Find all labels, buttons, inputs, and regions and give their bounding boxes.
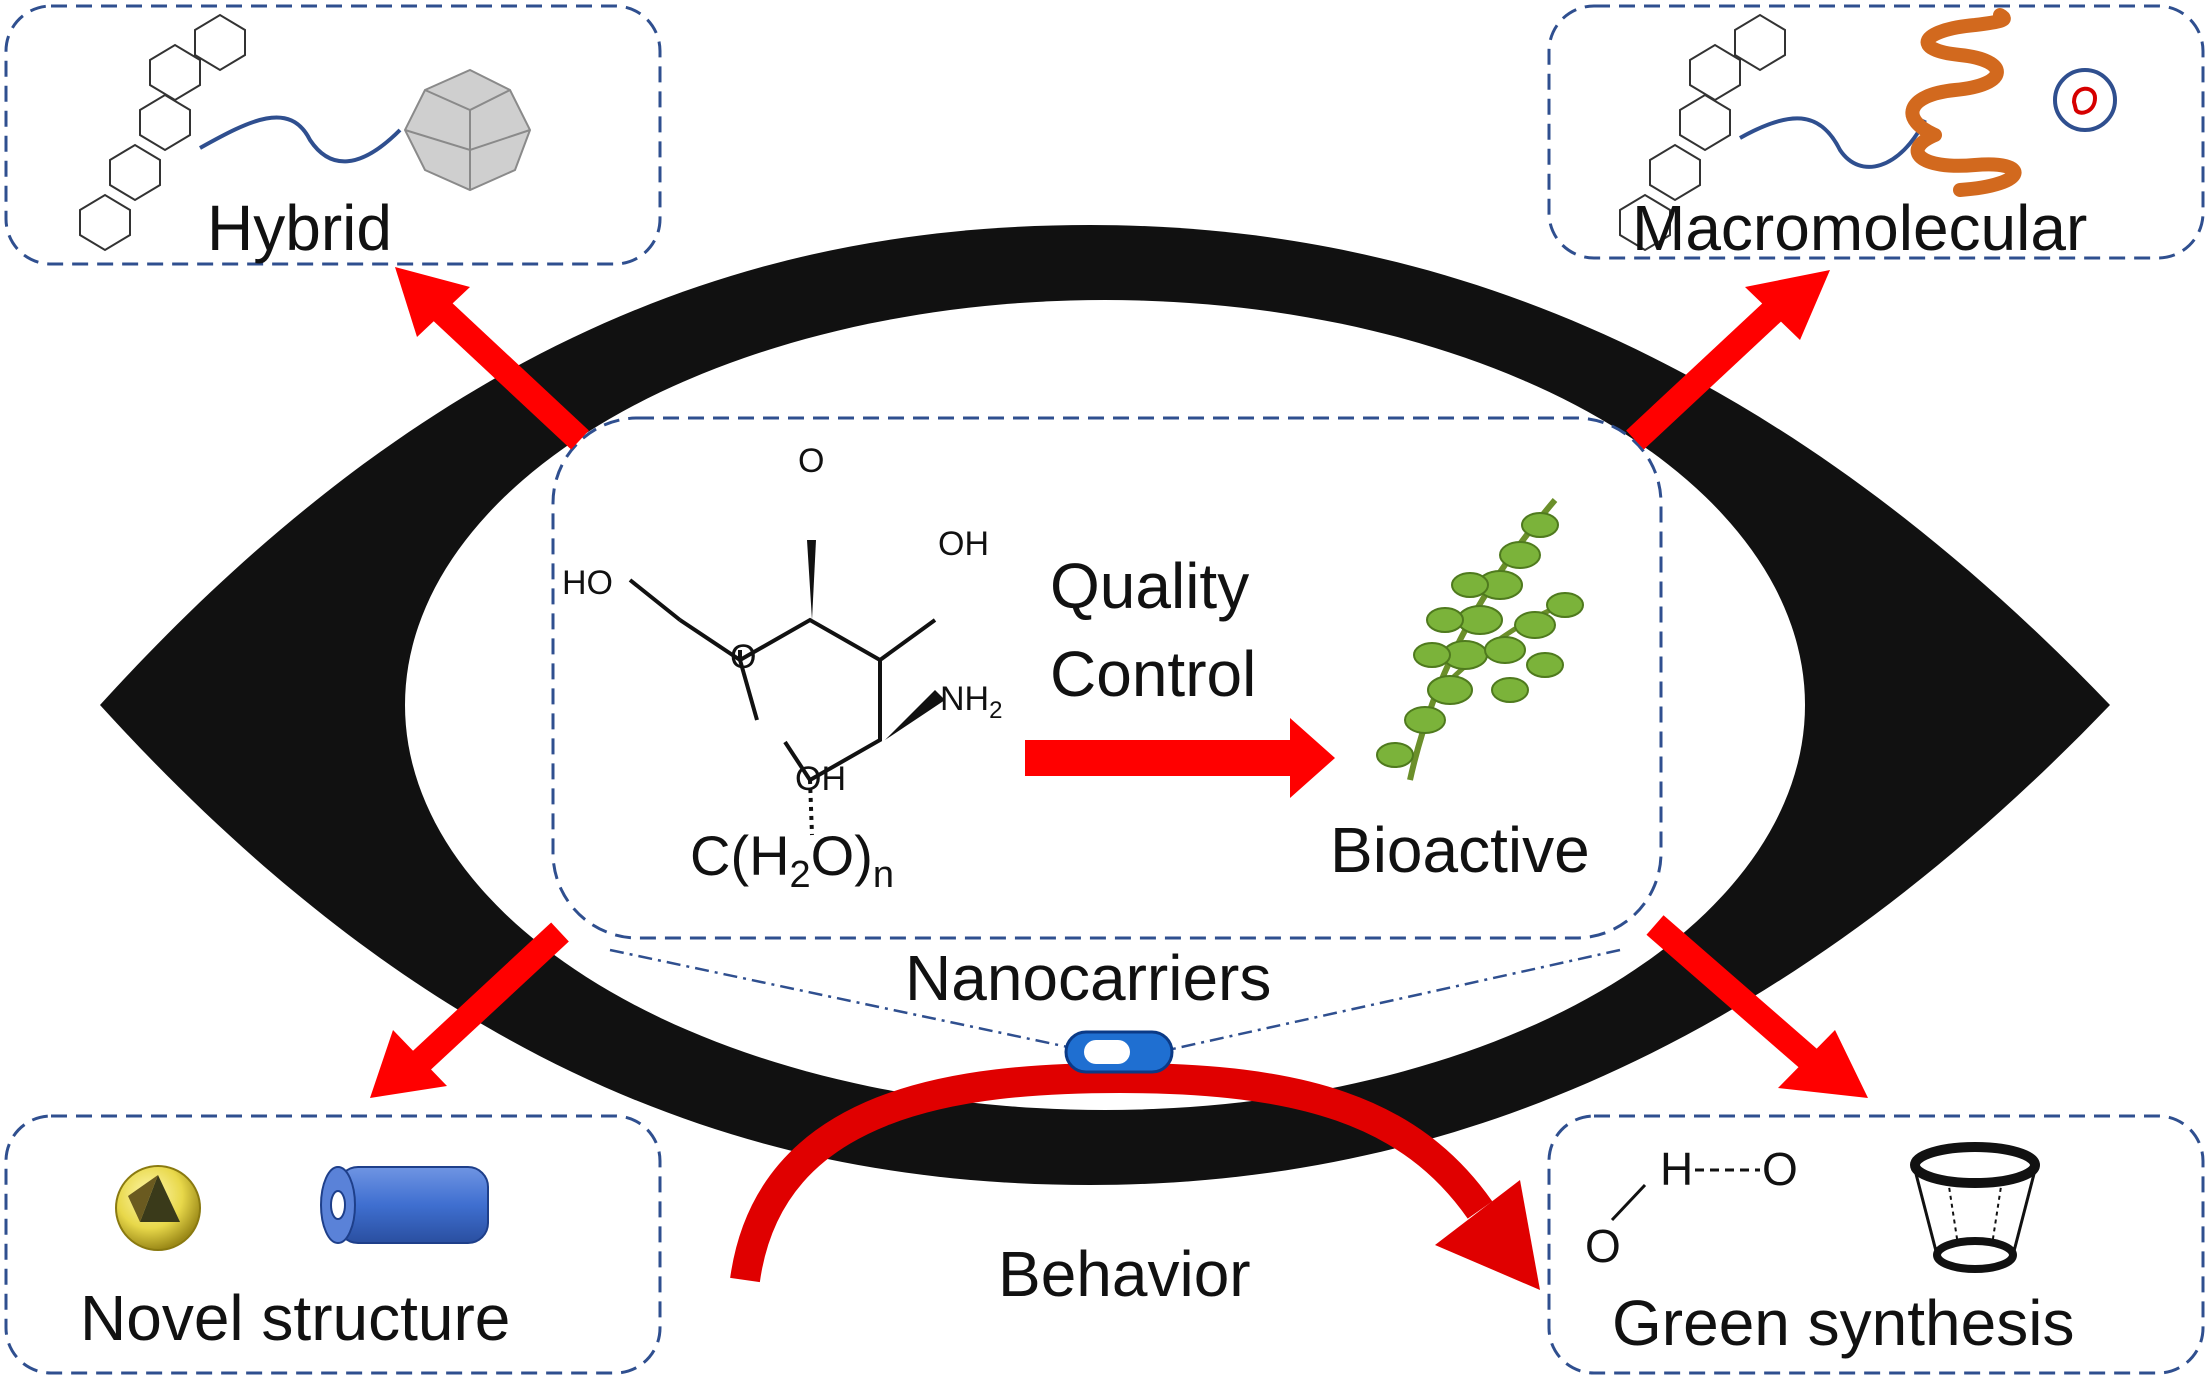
arrow-to-hybrid xyxy=(395,267,589,450)
plant-icon xyxy=(1376,498,1584,781)
hybrid-label: Hybrid xyxy=(207,192,392,264)
spring-polymer-icon xyxy=(1905,8,2022,197)
arrow-to-macromolecular xyxy=(1626,270,1830,450)
dashdot-line-left xyxy=(609,948,1083,1052)
atom-oh-bottom: OH xyxy=(795,760,846,798)
glucosamine-molecule xyxy=(628,540,945,836)
green-synthesis-box xyxy=(1547,1114,2205,1375)
cyclodextrin-cone-icon xyxy=(1910,1142,2040,1273)
eye-inner-white xyxy=(405,300,1805,1110)
formula-base: C(H xyxy=(690,824,790,887)
polyhedron-icon xyxy=(403,68,532,192)
hybrid-molecule-sketch xyxy=(79,13,246,252)
formula-label: C(H2O)n xyxy=(690,824,894,896)
control-label: Control xyxy=(1050,638,1256,710)
formula-sub-n: n xyxy=(873,854,894,896)
quality-label: Quality xyxy=(1050,550,1249,622)
behavior-label: Behavior xyxy=(998,1238,1251,1310)
dashdot-line-right xyxy=(1167,948,1621,1052)
macromolecular-box xyxy=(1547,4,2205,260)
nanotube-icon xyxy=(320,1166,489,1244)
atom-o-top: O xyxy=(798,442,824,480)
novel-structure-box xyxy=(4,1114,662,1375)
formula-sub-2: 2 xyxy=(790,854,811,896)
hydrogen-bond-molecule xyxy=(1610,1168,1760,1222)
novel-structure-label: Novel structure xyxy=(80,1282,510,1354)
quality-control-arrow xyxy=(1025,718,1335,798)
atom-oh-right: OH xyxy=(938,525,989,563)
center-dashed-box xyxy=(551,416,1663,940)
macro-linker-line xyxy=(1739,116,1927,169)
atom-ho-left: HO xyxy=(562,564,613,602)
atom-nh2-main: NH xyxy=(940,680,989,718)
gs-atom-o-left: O xyxy=(1585,1220,1621,1272)
core-shell-sphere-icon xyxy=(115,1165,201,1251)
formula-mid: O) xyxy=(811,824,873,887)
bioactive-label: Bioactive xyxy=(1330,814,1590,886)
arrow-to-green-synthesis xyxy=(1646,915,1868,1098)
behavior-curved-arrow xyxy=(730,1062,1540,1290)
nanocarriers-label: Nanocarriers xyxy=(905,942,1271,1014)
capsule-icon xyxy=(1064,1030,1174,1074)
green-synthesis-label: Green synthesis xyxy=(1612,1287,2074,1359)
hybrid-box xyxy=(4,4,662,266)
atom-nh2: NH2 xyxy=(940,680,1002,724)
macro-molecule-sketch xyxy=(1619,13,1786,252)
red-ring-icon xyxy=(2053,68,2117,132)
arrow-to-novel-structure xyxy=(370,922,569,1098)
macromolecular-label: Macromolecular xyxy=(1632,192,2087,264)
hybrid-linker-line xyxy=(199,115,402,164)
gs-atom-o-right: O xyxy=(1762,1143,1798,1195)
atom-nh2-sub: 2 xyxy=(989,697,1002,724)
atom-o-ring: O xyxy=(730,638,756,676)
gs-atom-h: H xyxy=(1660,1143,1693,1195)
